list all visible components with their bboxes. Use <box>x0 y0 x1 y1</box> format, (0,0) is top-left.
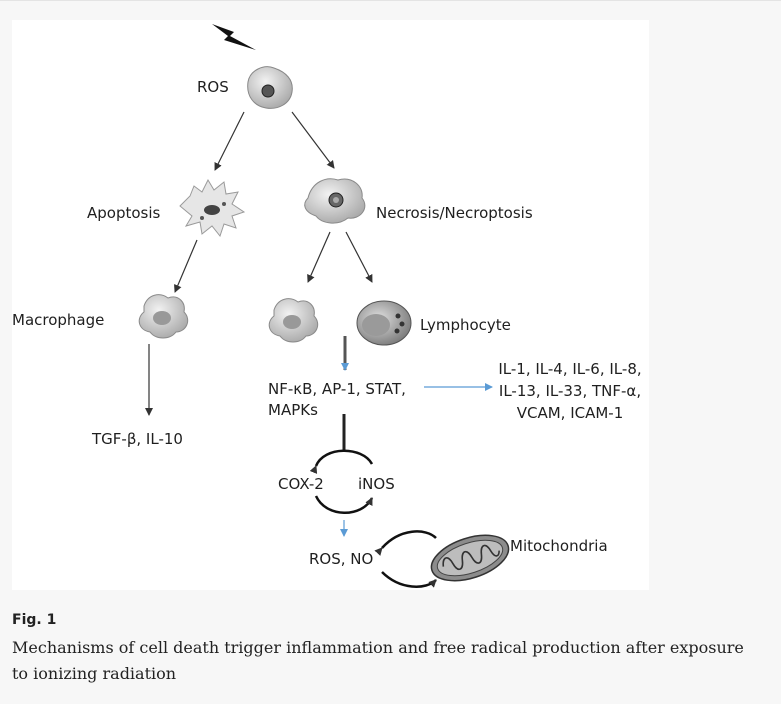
cell-icon <box>247 66 293 109</box>
lymphocyte-label: Lymphocyte <box>420 316 511 334</box>
arrow-ros-apoptosis <box>214 111 245 171</box>
cycle-arc-upper <box>374 530 437 556</box>
apoptosis-label: Apoptosis <box>87 204 161 222</box>
macrophage-icon <box>138 294 189 339</box>
figure-caption: Mechanisms of cell death trigger inflamm… <box>12 638 744 683</box>
lightning-bolt-icon <box>212 24 256 50</box>
arrow-necrosis-macrophage <box>307 231 331 283</box>
cytokines-label-line2: IL-13, IL-33, TNF-α, <box>498 382 642 400</box>
cycle-arc-bottom <box>314 495 374 514</box>
nfkb-label-line1: NF-κB, AP-1, STAT, <box>268 380 406 398</box>
cycle-arc-top <box>309 449 374 474</box>
arrow-apoptosis-macrophage <box>174 239 198 293</box>
arrow-ros-necrosis <box>291 111 335 169</box>
arrow-necrosis-lymphocyte <box>345 231 373 283</box>
cox2-label: COX-2 <box>278 475 324 493</box>
tgf-label: TGF-β, IL-10 <box>92 430 183 448</box>
figure-panel: ROS Apoptosis Necrosis/Necroptosis Macro… <box>12 20 649 590</box>
macrophage-icon <box>268 298 319 343</box>
figure-label: Fig. 1 <box>12 612 57 628</box>
inos-label: iNOS <box>358 475 395 493</box>
cytokines-label-line1: IL-1, IL-4, IL-6, IL-8, <box>498 360 642 378</box>
ros-label: ROS <box>197 78 229 96</box>
lymphocyte-icon <box>356 300 412 346</box>
apoptotic-cell-icon <box>179 178 246 238</box>
cycle-arc-lower <box>381 571 437 588</box>
mitochondria-icon <box>430 534 510 582</box>
nfkb-label-line2: MAPKs <box>268 401 318 419</box>
top-divider <box>0 0 781 1</box>
macrophage-label: Macrophage <box>12 311 105 329</box>
necrosis-label: Necrosis/Necroptosis <box>376 204 533 222</box>
diagram-canvas <box>138 24 510 588</box>
necrotic-cell-icon <box>304 178 366 224</box>
mitochondria-label: Mitochondria <box>510 537 608 555</box>
ros-no-label: ROS, NO <box>309 550 374 568</box>
cytokines-label-line3: VCAM, ICAM-1 <box>516 404 624 422</box>
